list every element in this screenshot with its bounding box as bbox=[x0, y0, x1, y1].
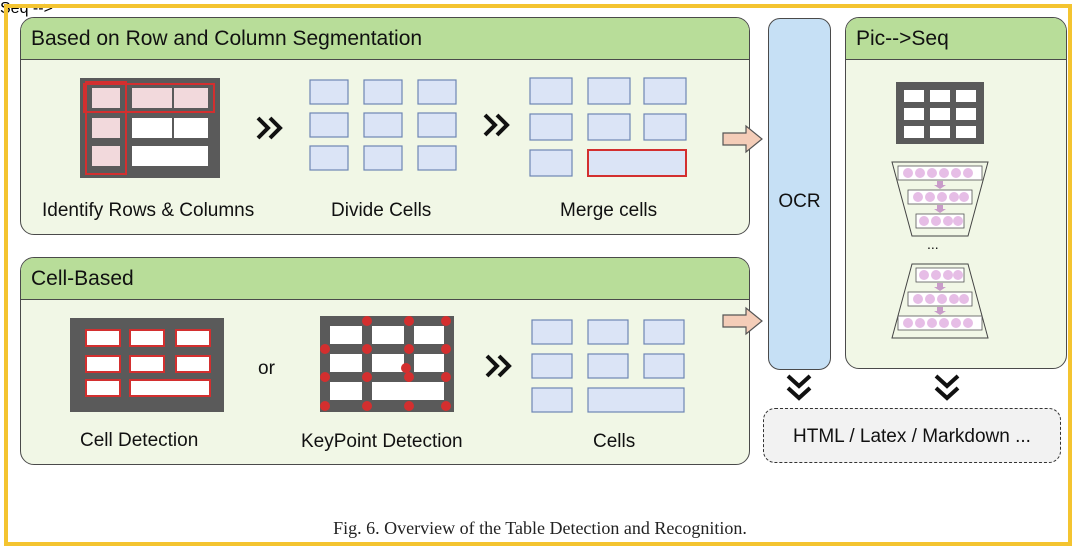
pic-seq-panel-header: Pic-->Seq bbox=[846, 18, 1066, 60]
divide-cells-label: Divide Cells bbox=[331, 200, 432, 221]
identify-table-graphic bbox=[80, 78, 220, 178]
arrow-to-ocr-icon bbox=[722, 124, 763, 154]
double-chevron-down-icon bbox=[786, 374, 812, 401]
or-label: or bbox=[258, 358, 275, 379]
ellipsis-label: ... bbox=[927, 236, 939, 252]
pic-seq-table-graphic bbox=[896, 82, 984, 144]
pic-seq-panel-title: Pic-->Seq bbox=[856, 27, 949, 50]
keypoint-detection-label: KeyPoint Detection bbox=[301, 431, 463, 452]
merge-cells-graphic bbox=[529, 77, 687, 177]
double-chevron-icon bbox=[256, 116, 283, 140]
merge-cells-label: Merge cells bbox=[560, 200, 658, 221]
keypoint-detection-graphic bbox=[320, 316, 454, 412]
ocr-label: OCR bbox=[778, 191, 821, 212]
identify-rows-columns-label: Identify Rows & Columns bbox=[42, 200, 255, 221]
cell-detection-label: Cell Detection bbox=[80, 430, 199, 451]
cells-label: Cells bbox=[593, 431, 636, 452]
row-column-panel-title: Based on Row and Column Segmentation bbox=[31, 27, 423, 50]
divide-cells-graphic bbox=[309, 79, 457, 171]
sequence-model-graphic bbox=[891, 263, 989, 339]
output-label: HTML / Latex / Markdown ... bbox=[793, 426, 1031, 447]
sequence-model-graphic bbox=[891, 161, 989, 237]
figure-caption: Fig. 6. Overview of the Table Detection … bbox=[333, 518, 747, 538]
row-column-panel-header: Based on Row and Column Segmentation bbox=[21, 18, 749, 60]
double-chevron-icon bbox=[485, 354, 512, 378]
cell-based-panel-header: Cell-Based bbox=[21, 258, 749, 300]
output-box: HTML / Latex / Markdown ... bbox=[763, 408, 1061, 463]
double-chevron-down-icon bbox=[934, 374, 960, 401]
cells-graphic bbox=[531, 319, 685, 413]
cell-detection-graphic bbox=[70, 318, 224, 412]
double-chevron-icon bbox=[483, 113, 510, 137]
cell-based-panel-title: Cell-Based bbox=[31, 267, 134, 290]
arrow-to-ocr-icon bbox=[722, 306, 763, 336]
ocr-box: OCR bbox=[768, 18, 831, 370]
figure-frame bbox=[4, 4, 1072, 546]
